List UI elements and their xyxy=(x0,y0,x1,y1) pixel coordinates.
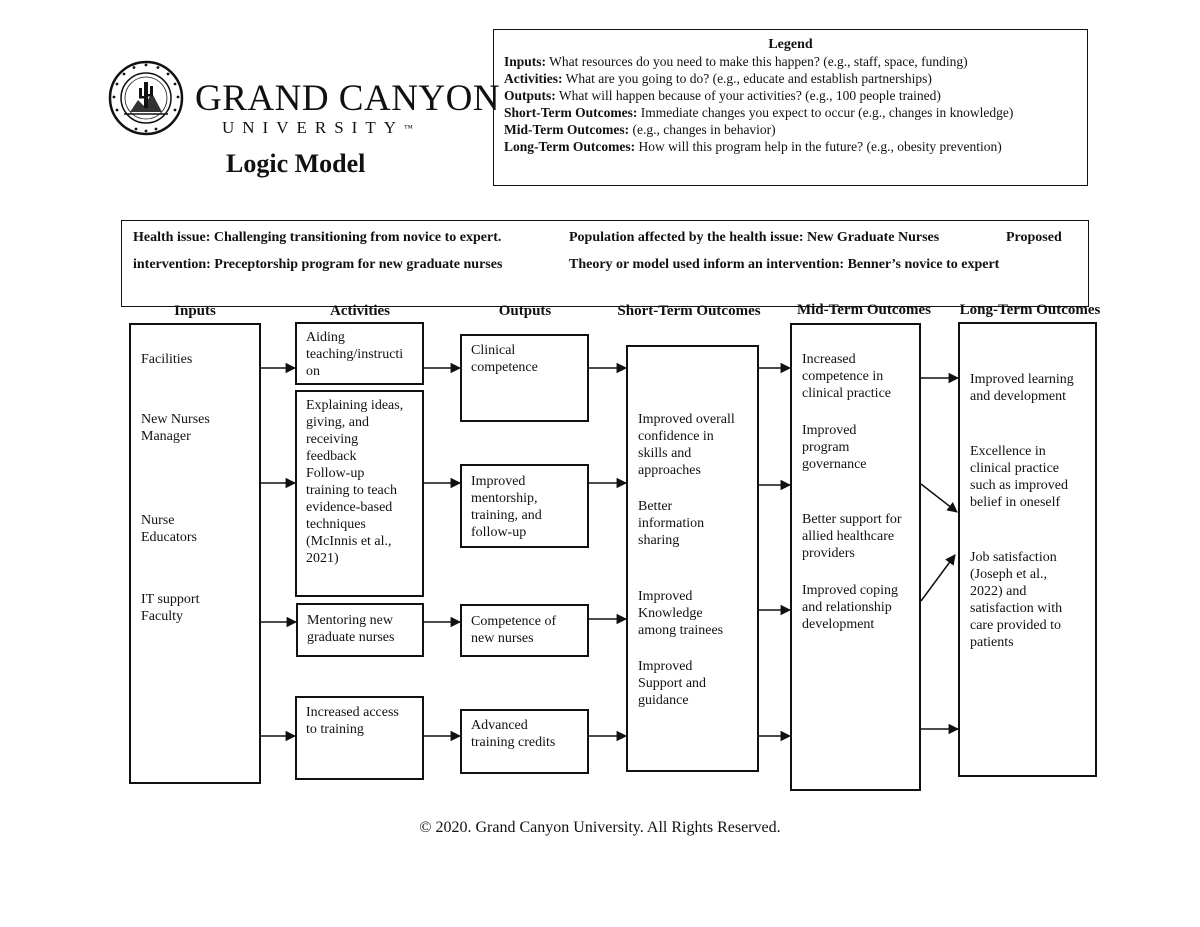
input-new-nurses-manager: New Nurses Manager xyxy=(141,412,210,444)
short-term-text-3: Improved Knowledge among trainees xyxy=(638,589,724,638)
mid-term-box xyxy=(790,323,921,791)
long-term-text-1: Improved learning and development xyxy=(970,372,1074,404)
column-header-outputs: Outputs xyxy=(498,303,552,319)
output-text-4: Advanced training credits xyxy=(471,718,556,750)
page-title: Logic Model xyxy=(226,149,366,178)
output-box-1 xyxy=(460,334,589,422)
theory-model: Theory or model used inform an intervent… xyxy=(569,257,1000,272)
arrow-mid-long-3 xyxy=(920,554,956,602)
activity-text-2: Explaining ideas, giving, and receiving … xyxy=(306,398,404,566)
column-header-long-term: Long-Term Outcomes xyxy=(959,302,1101,318)
intervention: intervention: Preceptorship program for … xyxy=(133,257,503,272)
input-it-support-faculty: IT support Faculty xyxy=(141,592,200,624)
column-header-inputs: Inputs xyxy=(174,303,216,319)
column-header-mid-term: Mid-Term Outcomes xyxy=(796,302,931,318)
mid-term-text-3: Better support for allied healthcare pro… xyxy=(802,512,902,561)
short-term-box xyxy=(626,345,759,772)
legend-row-inputs: Inputs: What resources do you need to ma… xyxy=(504,54,968,69)
activity-text-1: Aiding teaching/instructi on xyxy=(306,330,404,379)
legend-box: Legend Inputs: What resources do you nee… xyxy=(493,29,1088,186)
output-box-3 xyxy=(460,604,589,657)
activity-box-3 xyxy=(296,603,424,657)
legend-row-mid-term: Mid-Term Outcomes: (e.g., changes in beh… xyxy=(504,122,776,137)
output-text-3: Competence of new nurses xyxy=(471,614,557,646)
copyright: © 2020. Grand Canyon University. All Rig… xyxy=(419,819,781,836)
activity-text-3: Mentoring new graduate nurses xyxy=(307,613,395,645)
long-term-text-3: Job satisfaction (Joseph et al., 2022) a… xyxy=(970,550,1063,650)
legend-row-long-term: Long-Term Outcomes: How will this progra… xyxy=(504,139,1002,154)
legend-row-short-term: Short-Term Outcomes: Immediate changes y… xyxy=(504,105,1014,120)
logo-wordmark: GRAND CANYON xyxy=(195,78,501,119)
legend-row-outputs: Outputs: What will happen because of you… xyxy=(504,88,941,103)
input-facilities: Facilities xyxy=(141,352,193,367)
info-box: Health issue: Challenging transitioning … xyxy=(121,220,1089,307)
arrow-mid-long-2 xyxy=(920,483,958,513)
legend-title: Legend xyxy=(768,37,813,52)
short-term-text-2: Better information sharing xyxy=(638,499,705,548)
output-text-1: Clinical competence xyxy=(471,343,538,375)
short-term-text-1: Improved overall confidence in skills an… xyxy=(638,412,735,478)
long-term-box xyxy=(958,322,1097,777)
output-text-2: Improved mentorship, training, and follo… xyxy=(471,474,542,540)
output-box-4 xyxy=(460,709,589,774)
short-term-text-4: Improved Support and guidance xyxy=(638,659,707,708)
legend-row-activities: Activities: What are you going to do? (e… xyxy=(504,71,932,86)
output-box-2 xyxy=(460,464,589,548)
population: Population affected by the health issue:… xyxy=(569,230,940,245)
long-term-text-2: Excellence in clinical practice such as … xyxy=(970,444,1068,510)
proposed-label: Proposed xyxy=(1006,230,1062,245)
activity-box-2 xyxy=(295,390,424,597)
column-header-short-term: Short-Term Outcomes xyxy=(617,303,761,319)
health-issue: Health issue: Challenging transitioning … xyxy=(133,230,502,245)
activity-text-4: Increased access to training xyxy=(306,705,399,737)
inputs-box xyxy=(129,323,261,784)
mid-term-text-4: Improved coping and relationship develop… xyxy=(802,583,899,632)
activity-box-4 xyxy=(295,696,424,780)
university-seal-icon xyxy=(108,60,184,136)
mid-term-text-2: Improved program governance xyxy=(802,423,867,472)
column-header-activities: Activities xyxy=(330,303,390,319)
input-nurse-educators: Nurse Educators xyxy=(141,513,197,545)
mid-term-text-1: Increased competence in clinical practic… xyxy=(802,352,891,401)
logo-subword: UNIVERSITY™ xyxy=(222,118,413,137)
activity-box-1 xyxy=(295,322,424,385)
